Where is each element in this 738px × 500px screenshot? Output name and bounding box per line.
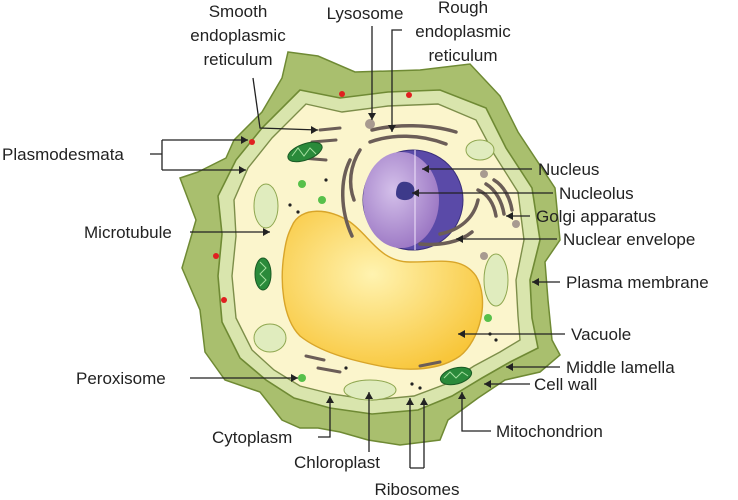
mitochondrion — [254, 257, 272, 291]
nucleolus — [396, 181, 415, 201]
chloroplast — [343, 379, 397, 401]
lysosome — [365, 119, 375, 129]
label-middle-lamella: Middle lamella — [566, 358, 675, 377]
label-nucleolus: Nucleolus — [559, 184, 634, 203]
label-vacuole: Vacuole — [571, 325, 631, 344]
peroxisome — [298, 374, 306, 382]
label-rough-er-line1: Rough — [438, 0, 488, 17]
vesicle — [480, 252, 488, 260]
label-chloroplast: Chloroplast — [294, 453, 380, 472]
vacuole — [281, 210, 484, 370]
plasmodesmata-dot — [221, 297, 227, 303]
chloroplast — [253, 323, 287, 353]
label-peroxisome: Peroxisome — [76, 369, 166, 388]
leader-lines — [150, 26, 565, 469]
nucleus — [363, 152, 439, 248]
label-golgi-apparatus: Golgi apparatus — [536, 207, 656, 226]
chloroplast — [465, 139, 495, 161]
plasmodesmata-dot — [406, 92, 412, 98]
chloroplast — [483, 253, 509, 307]
label-rough-er-line2: endoplasmic — [415, 22, 511, 41]
peroxisome — [484, 314, 492, 322]
label-smooth-er-line2: endoplasmic — [190, 26, 286, 45]
label-nucleus: Nucleus — [538, 160, 599, 179]
plasmodesmata-dot — [249, 139, 255, 145]
label-microtubule: Microtubule — [84, 223, 172, 242]
peroxisome — [318, 196, 326, 204]
label-smooth-er-line1: Smooth — [209, 2, 268, 21]
label-mitochondrion: Mitochondrion — [496, 422, 603, 441]
label-plasmodesmata: Plasmodesmata — [2, 145, 124, 164]
vesicle — [480, 170, 488, 178]
mitochondrion — [439, 366, 473, 386]
vesicle — [512, 220, 520, 228]
label-cell-wall: Cell wall — [534, 375, 597, 394]
label-smooth-er-line3: reticulum — [204, 50, 273, 69]
label-ribosomes: Ribosomes — [374, 480, 459, 499]
label-rough-er-line3: reticulum — [429, 46, 498, 65]
plasmodesmata-dot — [213, 253, 219, 259]
smooth-er — [300, 126, 442, 374]
label-plasma-membrane: Plasma membrane — [566, 273, 709, 292]
plasmodesmata-dot — [339, 91, 345, 97]
leader-arrowheads — [239, 113, 539, 405]
mitochondrion — [287, 141, 323, 163]
rough-er — [341, 124, 480, 247]
ribosomes-dots — [288, 178, 498, 390]
label-cytoplasm: Cytoplasm — [212, 428, 292, 447]
peroxisome — [298, 180, 306, 188]
label-nuclear-envelope: Nuclear envelope — [563, 230, 695, 249]
label-lysosome: Lysosome — [327, 4, 404, 23]
chloroplast — [253, 183, 279, 229]
